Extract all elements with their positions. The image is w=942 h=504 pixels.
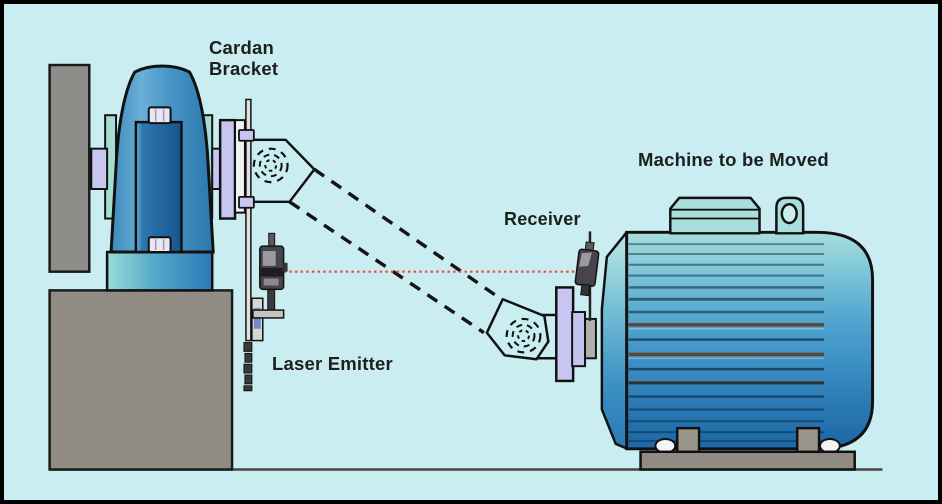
- rod-clamp-bottom: [238, 196, 255, 209]
- left-wall: [48, 63, 91, 273]
- rod-chain: [243, 385, 253, 392]
- laser-emitter-label: Laser Emitter: [272, 353, 393, 374]
- bolt-tab-bottom: [147, 236, 172, 253]
- rod-chain: [244, 352, 253, 363]
- cardan-bracket-rod: [238, 98, 255, 392]
- lifting-eye: [775, 196, 805, 235]
- universal-joint-lower: [485, 298, 558, 361]
- receiver-label: Receiver: [504, 209, 581, 229]
- rod-chain: [243, 363, 253, 374]
- motor-base-plate: [639, 450, 856, 471]
- motor-end-bell: [600, 231, 629, 451]
- left-pedestal: [48, 289, 234, 471]
- alignment-diagram: [48, 63, 883, 471]
- motor: [600, 196, 875, 471]
- shaft-stub-left: [90, 147, 109, 190]
- stationary-machine: [90, 64, 223, 292]
- rod-chain: [243, 342, 253, 352]
- cardan-bracket-label: Cardan Bracket: [209, 37, 278, 79]
- coupling-flange-right: [555, 286, 597, 383]
- terminal-box: [669, 196, 761, 235]
- laser-emitter-device: [251, 232, 288, 342]
- rod-chain: [244, 374, 253, 385]
- motor-foot-right: [795, 426, 821, 454]
- motor-foot-left: [675, 426, 701, 454]
- bolt-tab-top: [147, 106, 172, 125]
- flange-backplate: [234, 119, 246, 214]
- machine-base: [105, 250, 214, 292]
- motor-fins: [628, 243, 824, 442]
- cardan-bracket-label-line2: Bracket: [209, 58, 279, 79]
- coupling-flange-left: [218, 118, 237, 220]
- cardan-bracket-label-line1: Cardan: [209, 37, 274, 58]
- machine-to-be-moved-label: Machine to be Moved: [638, 149, 829, 170]
- rod-clamp-top: [238, 129, 255, 142]
- cardan-shaft: [288, 167, 504, 335]
- universal-joint-upper: [247, 138, 316, 204]
- receiver-device: [574, 231, 600, 321]
- machine-inner-cylinder: [134, 120, 183, 254]
